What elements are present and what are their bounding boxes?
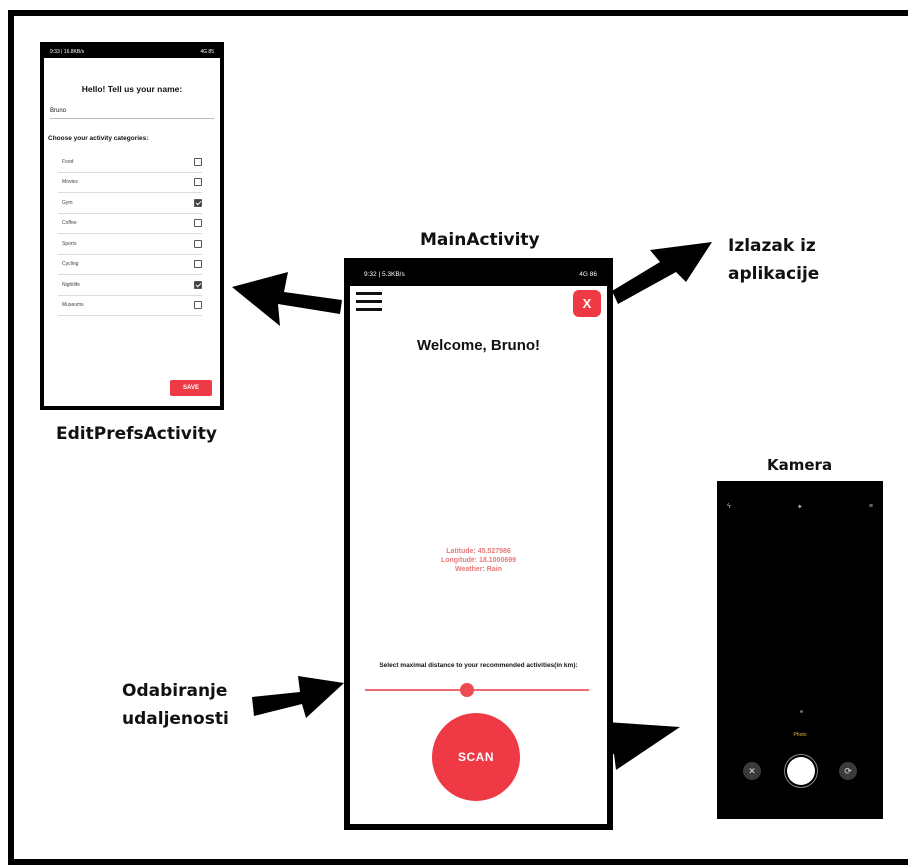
- flash-icon[interactable]: ϟ: [727, 503, 731, 510]
- zoom-indicator: [800, 710, 803, 713]
- weather-text: Weather: Rain: [455, 566, 502, 573]
- edit-prefs-label: EditPrefsActivity: [56, 424, 217, 444]
- main-activity-screen: 9:32 | 5.3KB/s 4G 86 X Welcome, Bruno! L…: [344, 258, 613, 830]
- category-checkbox[interactable]: [194, 219, 202, 228]
- category-checkbox[interactable]: [194, 260, 202, 269]
- category-checkbox[interactable]: [194, 301, 202, 310]
- close-button[interactable]: X: [573, 290, 601, 317]
- arrow-to-exit: [612, 242, 712, 304]
- name-prompt: Hello! Tell us your name:: [81, 84, 183, 94]
- camera-top-bar: ϟ ✦ ≡: [727, 503, 873, 511]
- category-checkbox[interactable]: [194, 157, 202, 166]
- category-row[interactable]: Cycling: [58, 255, 202, 275]
- category-checkbox[interactable]: [194, 280, 202, 289]
- welcome-text: Welcome, Bruno!: [416, 337, 541, 354]
- category-row[interactable]: Nightlife: [58, 275, 202, 296]
- category-label: Cycling: [62, 261, 79, 268]
- category-row[interactable]: Movies: [58, 173, 202, 193]
- category-label: Nightlife: [62, 281, 81, 288]
- location-info: Latitude: 45.527986 Longitude: 18.100069…: [350, 547, 607, 574]
- category-label: Gym: [62, 199, 73, 206]
- exit-label: Izlazak iz aplikacije: [728, 232, 819, 288]
- camera-label: Kamera: [767, 456, 833, 474]
- category-label: Coffee: [62, 220, 77, 227]
- latitude-text: Latitude: 45.527986: [446, 548, 511, 555]
- exit-label-line2: aplikacije: [728, 264, 820, 284]
- exit-label-line1: Izlazak iz: [728, 236, 816, 256]
- slider-thumb[interactable]: [459, 683, 474, 697]
- status-time: 9:32 | 5.3KB/s: [364, 271, 405, 278]
- category-checkbox[interactable]: [194, 198, 202, 207]
- main-activity-label: MainActivity: [420, 230, 540, 250]
- name-field[interactable]: Bruno: [50, 108, 214, 119]
- switch-camera-icon[interactable]: ⟳: [839, 762, 857, 780]
- diagram-frame: [8, 10, 908, 865]
- category-row[interactable]: Coffee: [58, 214, 202, 234]
- status-indicators: 4G 86: [579, 271, 597, 278]
- scan-button[interactable]: SCAN: [432, 713, 520, 801]
- save-button[interactable]: SAVE: [170, 380, 212, 396]
- menu-icon[interactable]: [356, 292, 382, 314]
- category-row[interactable]: Food: [58, 152, 202, 173]
- arrow-to-distance: [252, 676, 344, 718]
- close-icon[interactable]: ✕: [743, 762, 761, 780]
- edit-prefs-screen: 9:33 | 16.8KB/s 4G 85 Hello! Tell us you…: [40, 42, 224, 410]
- category-label: Movies: [62, 179, 78, 186]
- category-label: Museums: [62, 302, 84, 309]
- category-checkbox[interactable]: [194, 239, 202, 248]
- category-list: Food Movies Gym Coffee Sports Cycling Ni…: [58, 152, 202, 316]
- camera-mode-label[interactable]: Photo: [793, 732, 807, 738]
- arrow-to-edit-prefs: [232, 272, 342, 326]
- category-row[interactable]: Sports: [58, 234, 202, 255]
- distance-label: Select maximal distance to your recommen…: [379, 662, 578, 669]
- status-bar: 9:33 | 16.8KB/s 4G 85: [44, 46, 220, 58]
- distance-selection-label: Odabiranje udaljenosti: [122, 677, 229, 733]
- distance-slider[interactable]: [365, 682, 589, 698]
- shutter-button[interactable]: [787, 757, 815, 785]
- hdr-icon[interactable]: ✦: [796, 504, 803, 511]
- menu-icon[interactable]: ≡: [868, 503, 873, 510]
- category-checkbox[interactable]: [194, 178, 202, 187]
- status-indicators: 4G 85: [200, 49, 214, 55]
- status-bar: 9:32 | 5.3KB/s 4G 86: [350, 264, 607, 286]
- category-label: Sports: [62, 240, 77, 247]
- slider-track[interactable]: [365, 689, 589, 691]
- longitude-text: Longitude: 18.1000699: [440, 557, 517, 564]
- category-label: Food: [62, 158, 74, 165]
- distance-label-line2: udaljenosti: [122, 709, 229, 729]
- category-row[interactable]: Gym: [58, 193, 202, 214]
- distance-label-line1: Odabiranje: [122, 681, 228, 701]
- camera-screen: ϟ ✦ ≡ Photo ✕ ⟳: [717, 481, 883, 819]
- category-row[interactable]: Museums: [58, 296, 202, 316]
- status-time: 9:33 | 16.8KB/s: [50, 49, 85, 55]
- categories-title: Choose your activity categories:: [48, 135, 149, 142]
